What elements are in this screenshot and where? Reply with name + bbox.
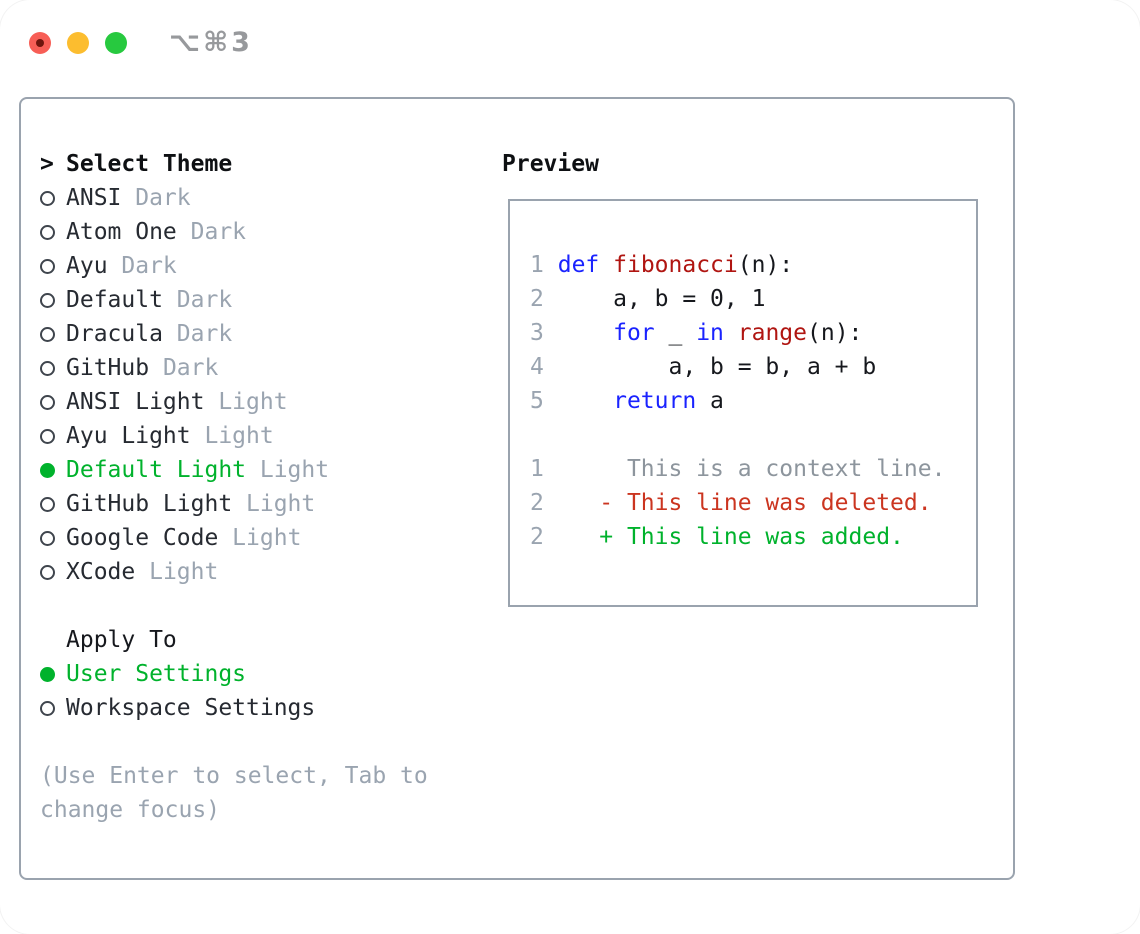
preview-panel: Preview 1 def fibonacci(n): 2 a, b = 0, 1… [502, 147, 1013, 878]
radio-selected-icon [40, 666, 66, 682]
radio-selected-icon [40, 462, 66, 478]
radio-icon [40, 326, 66, 342]
radio-icon [40, 394, 66, 410]
option-label: ANSI Light [66, 389, 205, 415]
theme-variant-label: Light [204, 389, 288, 415]
theme-variant-label: Dark [176, 219, 247, 245]
radio-icon [40, 292, 66, 308]
unsaved-dot-icon [36, 38, 44, 47]
preview-code-line: 5 return a [530, 388, 724, 414]
radio-icon [40, 530, 66, 546]
theme-variant-label: Light [232, 491, 316, 517]
option-label: Ayu [66, 253, 108, 279]
theme-option-ansi-dark[interactable]: ANSI Dark [40, 181, 502, 215]
theme-variant-label: Dark [107, 253, 177, 279]
preview-box: 1 def fibonacci(n): 2 a, b = 0, 1 3 for _ … [508, 199, 978, 607]
window-title: ⌥⌘3 [169, 27, 253, 58]
theme-variant-label: Dark [162, 321, 233, 347]
radio-icon [40, 428, 66, 444]
option-label: Atom One [66, 219, 177, 245]
preview-code-line: 2 a, b = 0, 1 [530, 286, 766, 312]
close-button[interactable] [29, 31, 51, 54]
theme-option-dracula-dark[interactable]: Dracula Dark [40, 317, 502, 351]
theme-option-ansi-light-light[interactable]: ANSI Light Light [40, 385, 502, 419]
radio-icon [40, 700, 66, 716]
theme-variant-label: Light [135, 559, 219, 585]
theme-option-atom-one-dark[interactable]: Atom One Dark [40, 215, 502, 249]
theme-option-default-dark[interactable]: Default Dark [40, 283, 502, 317]
theme-variant-label: Light [218, 525, 302, 551]
help-text: (Use Enter to select, Tab to change focu… [40, 763, 428, 823]
preview-code-line: 1 This is a context line. [530, 456, 946, 482]
theme-variant-label: Dark [121, 185, 191, 211]
preview-code-line: 2 - This line was deleted. [530, 490, 932, 516]
theme-option-default-light-light[interactable]: Default Light Light [40, 453, 502, 487]
option-label: Google Code [66, 525, 219, 551]
zoom-button[interactable] [105, 31, 127, 54]
option-label: Ayu Light [66, 423, 191, 449]
select-theme-header-row: > Select Theme [40, 147, 502, 181]
preview-code-line: 3 for _ in range(n): [530, 320, 863, 346]
option-label: ANSI [66, 185, 122, 211]
radio-icon [40, 564, 66, 580]
preview-code-line [530, 418, 976, 452]
theme-option-google-code-light[interactable]: Google Code Light [40, 521, 502, 555]
radio-icon [40, 360, 66, 376]
preview-header: Preview [502, 151, 599, 177]
radio-icon [40, 496, 66, 512]
radio-icon [40, 224, 66, 240]
preview-code-line: 1 def fibonacci(n): [530, 252, 794, 278]
option-label: XCode [66, 559, 136, 585]
theme-option-github-dark[interactable]: GitHub Dark [40, 351, 502, 385]
theme-option-ayu-dark[interactable]: Ayu Dark [40, 249, 502, 283]
apply-option-workspace-settings[interactable]: Workspace Settings [40, 691, 502, 725]
apply-option-user-settings[interactable]: User Settings [40, 657, 502, 691]
theme-variant-label: Dark [162, 287, 233, 313]
radio-icon [40, 190, 66, 206]
option-label: Default [66, 287, 163, 313]
theme-variant-label: Dark [149, 355, 219, 381]
cursor-icon: > [40, 151, 54, 177]
select-theme-header: Select Theme [66, 151, 233, 177]
radio-icon [40, 258, 66, 274]
option-label: GitHub [66, 355, 150, 381]
theme-variant-label: Light [190, 423, 274, 449]
option-label: Dracula [66, 321, 163, 347]
titlebar: ⌥⌘3 [29, 27, 253, 58]
theme-variant-label: Light [246, 457, 330, 483]
preview-code-line: 4 a, b = b, a + b [530, 354, 877, 380]
apply-to-header: Apply To [66, 627, 177, 653]
theme-option-github-light-light[interactable]: GitHub Light Light [40, 487, 502, 521]
option-label: GitHub Light [66, 491, 233, 517]
theme-option-ayu-light-light[interactable]: Ayu Light Light [40, 419, 502, 453]
preview-code-line: 2 + This line was added. [530, 524, 904, 550]
theme-option-xcode-light[interactable]: XCode Light [40, 555, 502, 589]
option-label: User Settings [66, 661, 247, 687]
option-label: Workspace Settings [66, 695, 316, 721]
minimize-button[interactable] [67, 31, 89, 54]
option-label: Default Light [66, 457, 247, 483]
